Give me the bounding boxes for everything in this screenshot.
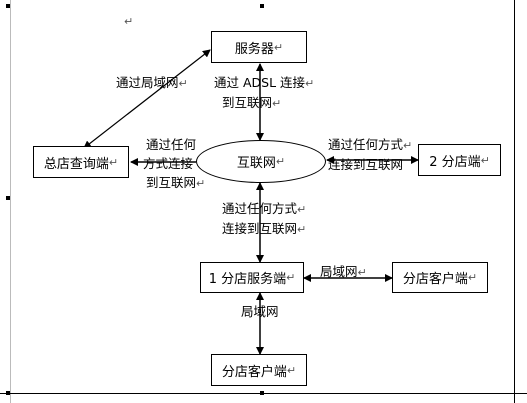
branch-client-bottom-label: 分店客户端 xyxy=(221,364,287,380)
branch2-label: 2 分店端 xyxy=(429,154,481,170)
server-box[interactable]: 服务器↵ xyxy=(211,31,307,63)
handle-bottom-left[interactable] xyxy=(6,391,10,395)
branch1-server-box[interactable]: 1 分店服务端↵ xyxy=(200,262,304,293)
frame-left-line xyxy=(10,0,11,403)
branch-client-right-box[interactable]: 分店客户端↵ xyxy=(392,262,488,293)
branch2-box[interactable]: 2 分店端↵ xyxy=(418,144,501,176)
frame-right-line xyxy=(514,0,515,403)
branch1-server-label: 1 分店服务端 xyxy=(208,272,287,287)
hq-client-box[interactable]: 总店查询端↵ xyxy=(33,146,129,178)
label-branch1-connection: 通过任何方式↵ 连接到互联网↵ xyxy=(222,201,307,236)
label-lan-bottom: 局域网 xyxy=(241,304,279,319)
internet-ellipse[interactable]: 互联网↵ xyxy=(196,140,326,183)
label-branch2-connection: 通过任何方式↵ 连接到互联网 xyxy=(328,137,413,172)
hq-client-label: 总店查询端 xyxy=(43,156,109,172)
label-lan-right: 局域网↵ xyxy=(320,264,367,279)
label-lan-top: 通过局域网↵ xyxy=(116,75,188,90)
handle-bottom-middle[interactable] xyxy=(260,391,264,395)
handle-top-left[interactable] xyxy=(6,4,10,8)
branch-client-right-label: 分店客户端 xyxy=(402,272,468,287)
branch-client-bottom-box[interactable]: 分店客户端↵ xyxy=(211,354,307,386)
paragraph-mark: ↵ xyxy=(124,15,134,28)
server-label: 服务器 xyxy=(234,41,274,57)
label-adsl: 通过 ADSL 连接↵ 到互联网↵ xyxy=(214,75,315,110)
internet-label: 互联网 xyxy=(236,156,276,171)
handle-top-middle[interactable] xyxy=(260,4,264,8)
handle-middle-left[interactable] xyxy=(6,196,10,200)
label-hq-connection: 通过任何 方式连接 到互联网↵ xyxy=(143,137,206,190)
link-server-hq xyxy=(83,49,211,149)
